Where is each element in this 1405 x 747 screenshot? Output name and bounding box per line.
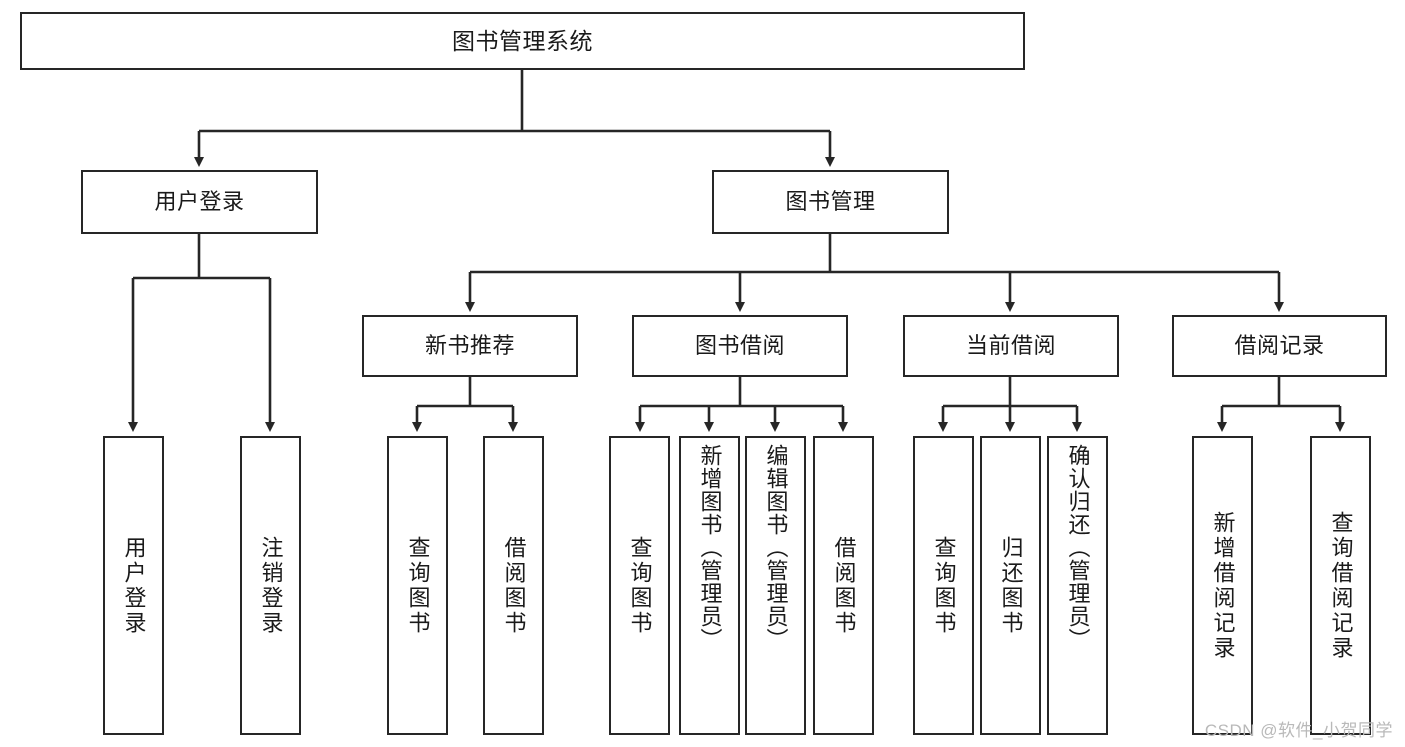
- leaf-logout[interactable]: 注销登录: [240, 436, 301, 735]
- node-label: 查询图书: [405, 535, 431, 636]
- leaf-edit-book-admin[interactable]: 编辑图书（管理员）: [745, 436, 806, 735]
- node-label: 图书借阅: [694, 333, 785, 359]
- leaf-query-borrow-record[interactable]: 查询借阅记录: [1310, 436, 1371, 735]
- node-new-book-recommend[interactable]: 新书推荐: [362, 315, 578, 377]
- node-label: 编辑图书（管理员）: [763, 444, 789, 651]
- leaf-query-book-recommend[interactable]: 查询图书: [387, 436, 448, 735]
- node-label: 借阅图书: [501, 535, 527, 636]
- node-label: 借阅图书: [831, 535, 857, 636]
- node-label: 查询图书: [931, 535, 957, 636]
- node-label: 用户登录: [121, 535, 147, 636]
- leaf-borrow-book-recommend[interactable]: 借阅图书: [483, 436, 544, 735]
- leaf-query-book-current[interactable]: 查询图书: [913, 436, 974, 735]
- node-label: 图书管理: [785, 189, 876, 215]
- node-label: 确认归还（管理员）: [1065, 444, 1091, 651]
- node-label: 图书管理系统: [452, 27, 593, 54]
- leaf-confirm-return-admin[interactable]: 确认归还（管理员）: [1047, 436, 1108, 735]
- node-book-borrow[interactable]: 图书借阅: [632, 315, 848, 377]
- node-book-management[interactable]: 图书管理: [712, 170, 949, 234]
- leaf-user-login[interactable]: 用户登录: [103, 436, 164, 735]
- node-label: 查询图书: [627, 535, 653, 636]
- csdn-watermark: CSDN @软件_小贺同学: [1204, 721, 1393, 740]
- node-root-system[interactable]: 图书管理系统: [20, 12, 1025, 70]
- node-label: 新增借阅记录: [1210, 510, 1236, 661]
- node-label: 查询借阅记录: [1328, 510, 1354, 661]
- node-current-borrow[interactable]: 当前借阅: [903, 315, 1119, 377]
- node-borrow-record[interactable]: 借阅记录: [1172, 315, 1387, 377]
- node-label: 新增图书（管理员）: [697, 444, 723, 651]
- node-label: 用户登录: [154, 189, 245, 215]
- leaf-add-book-admin[interactable]: 新增图书（管理员）: [679, 436, 740, 735]
- node-label: 归还图书: [998, 535, 1024, 636]
- node-label: 注销登录: [258, 535, 284, 636]
- node-user-login[interactable]: 用户登录: [81, 170, 318, 234]
- leaf-return-book[interactable]: 归还图书: [980, 436, 1041, 735]
- leaf-add-borrow-record[interactable]: 新增借阅记录: [1192, 436, 1253, 735]
- node-label: 新书推荐: [424, 333, 515, 359]
- node-label: 借阅记录: [1234, 333, 1325, 359]
- node-label: 当前借阅: [965, 333, 1056, 359]
- leaf-query-book-borrow[interactable]: 查询图书: [609, 436, 670, 735]
- leaf-borrow-book[interactable]: 借阅图书: [813, 436, 874, 735]
